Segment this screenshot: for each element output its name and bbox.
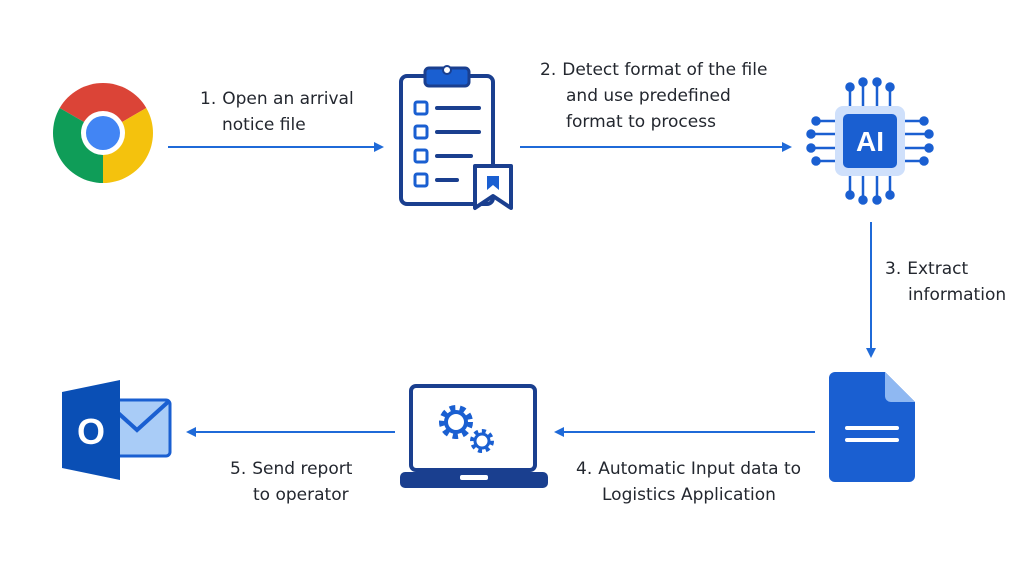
- gear-icon-small: [470, 429, 494, 453]
- step-1-line-2: notice file: [222, 115, 306, 135]
- gear-icon-large: [439, 405, 473, 439]
- step-2-line-1: Detect format of the file: [562, 60, 768, 80]
- step-2-line-3: format to process: [566, 112, 716, 132]
- clipboard-checklist-icon: [395, 62, 515, 214]
- step-4-number: 4.: [576, 459, 593, 479]
- step-5-number: 5.: [230, 459, 247, 479]
- ai-chip-text: AI: [856, 126, 884, 157]
- step-5-label: 5.Send report to operator: [230, 456, 352, 508]
- step-3-line-1: Extract: [907, 259, 969, 279]
- step-3-number: 3.: [885, 259, 902, 279]
- step-4-line-1: Automatic Input data to: [598, 459, 802, 479]
- step-1-number: 1.: [200, 89, 217, 109]
- laptop-settings-icon: [400, 384, 550, 492]
- step-2-number: 2.: [540, 60, 557, 80]
- step-2-line-2: and use predefined: [566, 86, 731, 106]
- step-3-line-2: information: [908, 285, 1007, 305]
- step-5-line-1: Send report: [252, 459, 353, 479]
- step-4-line-2: Logistics Application: [602, 485, 776, 505]
- step-3-label: 3.Extract information: [885, 256, 1006, 308]
- outlook-letter: O: [77, 411, 105, 452]
- chrome-browser-icon: [53, 83, 153, 183]
- step-4-label: 4.Automatic Input data to Logistics Appl…: [576, 456, 801, 508]
- ai-chip-icon: AI: [805, 76, 935, 206]
- outlook-mail-icon: O: [62, 378, 174, 482]
- step-5-line-2: to operator: [253, 485, 349, 505]
- step-2-label: 2.Detect format of the file and use pred…: [540, 57, 767, 135]
- step-1-label: 1.Open an arrival notice file: [200, 86, 354, 138]
- document-icon: [829, 372, 915, 482]
- step-1-line-1: Open an arrival: [222, 89, 354, 109]
